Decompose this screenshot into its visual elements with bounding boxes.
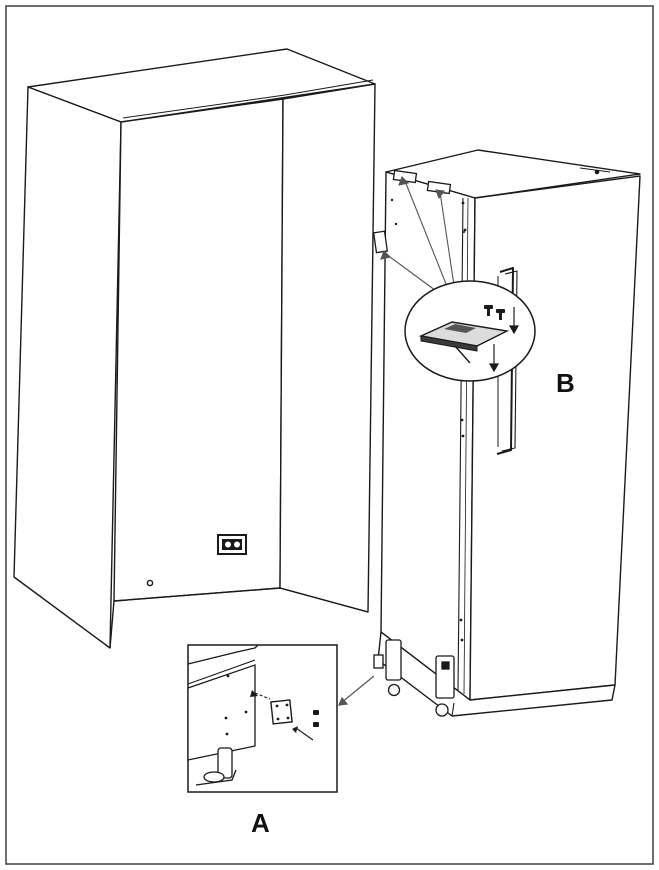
detail-inset-a	[187, 644, 338, 793]
diagram-border	[5, 5, 654, 865]
cabinet-back-wall	[113, 98, 284, 602]
detail-circle-b	[404, 280, 536, 382]
fridge-side-dots	[390, 198, 467, 642]
cabinet-enclosure	[13, 48, 376, 649]
cabinet-right-inner-side	[279, 83, 376, 613]
cabinet-screw-hole	[146, 579, 154, 587]
top-hinge-brackets	[372, 169, 452, 254]
refrigerator	[377, 149, 641, 717]
inset-a-pointer	[338, 675, 375, 706]
cabinet-left-side-panel	[13, 86, 122, 649]
callout-label-a: A	[251, 808, 270, 838]
wall-outlet	[217, 534, 247, 555]
mounting-plate	[270, 699, 293, 725]
callout-label-b: B	[556, 368, 575, 398]
fridge-door	[469, 175, 641, 701]
fridge-feet	[373, 639, 455, 717]
screws	[484, 305, 505, 320]
cabinet-floor-edge	[109, 587, 369, 649]
